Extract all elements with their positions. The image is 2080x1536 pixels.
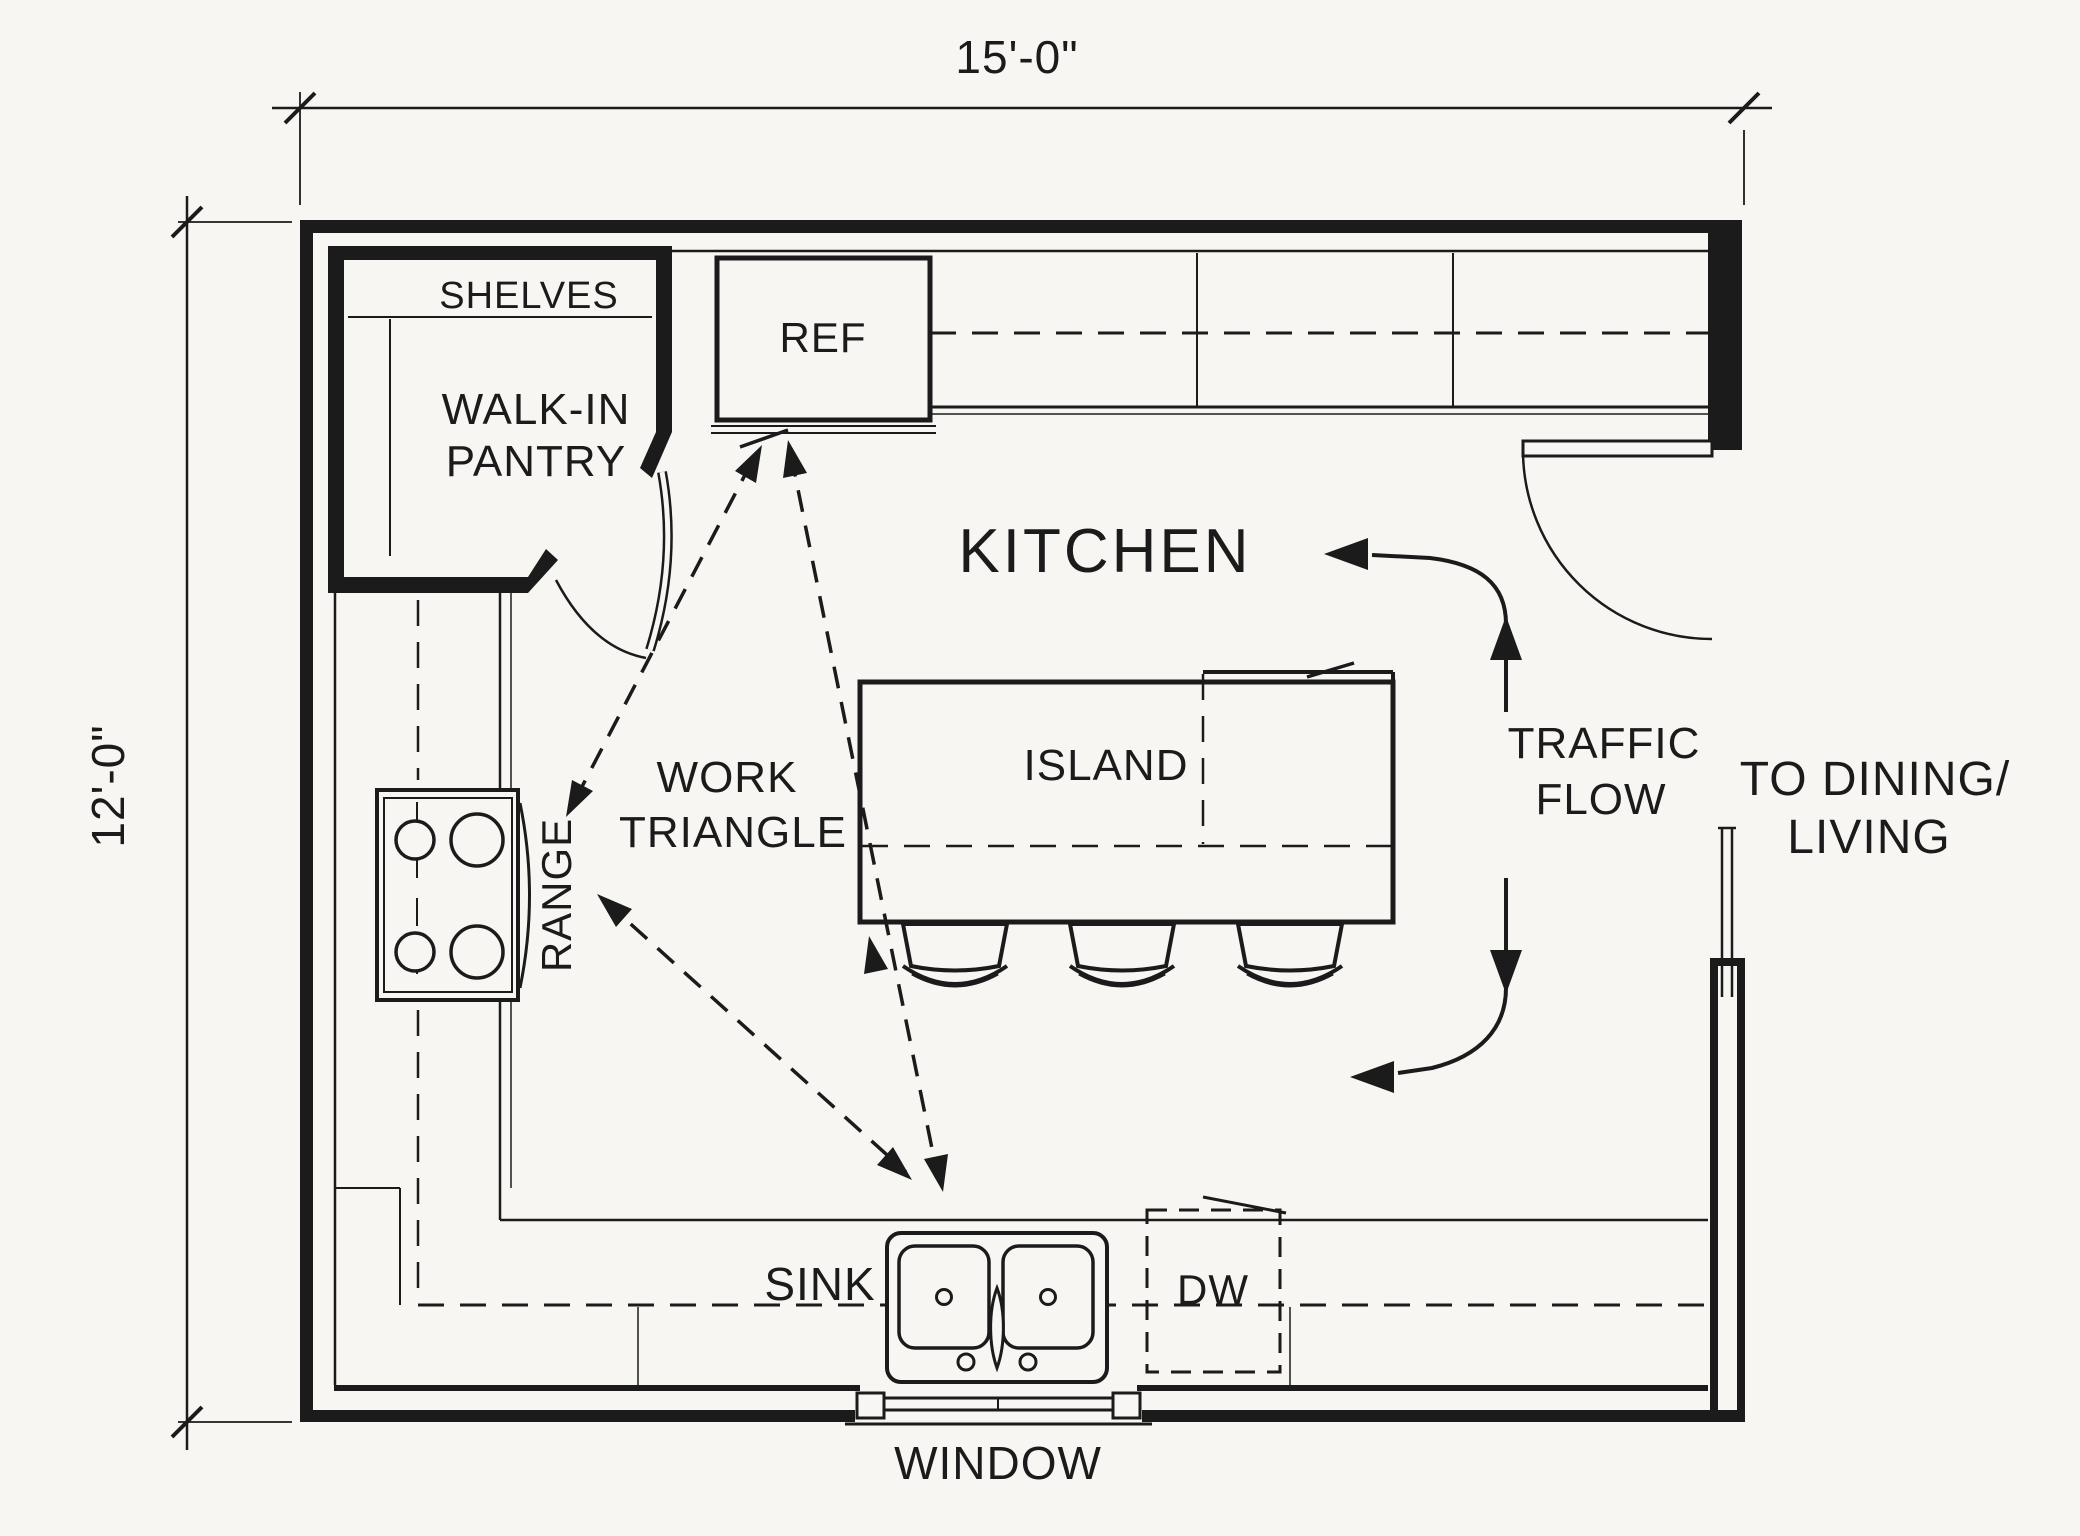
work-triangle-arrowheads	[566, 440, 948, 1192]
upper-cabinets-top-wall	[930, 253, 1708, 415]
dimension-left	[170, 196, 292, 1450]
label-island: ISLAND	[1023, 741, 1189, 790]
label-refrigerator: REF	[779, 314, 867, 361]
label-work-triangle-line1: WORK	[656, 753, 798, 802]
sink	[885, 1231, 1109, 1384]
outer-walls	[300, 220, 1745, 1422]
window	[845, 1391, 1152, 1426]
pantry-walls	[328, 246, 672, 593]
dishwasher	[1145, 1195, 1287, 1374]
dining-passage-opening	[1718, 826, 1736, 997]
label-range: RANGE	[533, 817, 580, 973]
dimension-left-label: 12'-0"	[82, 724, 134, 848]
label-sink: SINK	[764, 1258, 876, 1310]
entry-door	[1521, 439, 1714, 641]
island-stools	[900, 922, 1345, 988]
dimension-top	[272, 91, 1772, 205]
stool	[1067, 922, 1177, 988]
label-traffic-flow-line2: FLOW	[1535, 775, 1667, 824]
label-to-dining-line2: LIVING	[1787, 811, 1951, 864]
traffic-flow-arrows	[1324, 538, 1522, 1093]
stool	[900, 922, 1010, 988]
label-traffic-flow-line1: TRAFFIC	[1507, 719, 1701, 768]
stool	[1235, 922, 1345, 988]
label-kitchen: KITCHEN	[958, 517, 1252, 586]
pantry-door	[554, 471, 673, 660]
dimension-top-label: 15'-0"	[955, 31, 1079, 83]
label-pantry-line2: PANTRY	[445, 437, 627, 486]
label-pantry-line1: WALK-IN	[441, 385, 631, 434]
label-dishwasher: DW	[1177, 1266, 1249, 1313]
label-shelves: SHELVES	[439, 275, 619, 317]
label-to-dining-line1: TO DINING/	[1739, 753, 2011, 806]
label-window: WINDOW	[894, 1437, 1102, 1489]
refrigerator	[711, 255, 936, 449]
work-triangle-lines	[573, 451, 940, 1179]
range	[375, 788, 531, 1002]
left-counter	[334, 593, 512, 1305]
label-work-triangle-line2: TRIANGLE	[618, 808, 848, 857]
island	[857, 661, 1396, 925]
pantry-shelves	[348, 316, 652, 556]
